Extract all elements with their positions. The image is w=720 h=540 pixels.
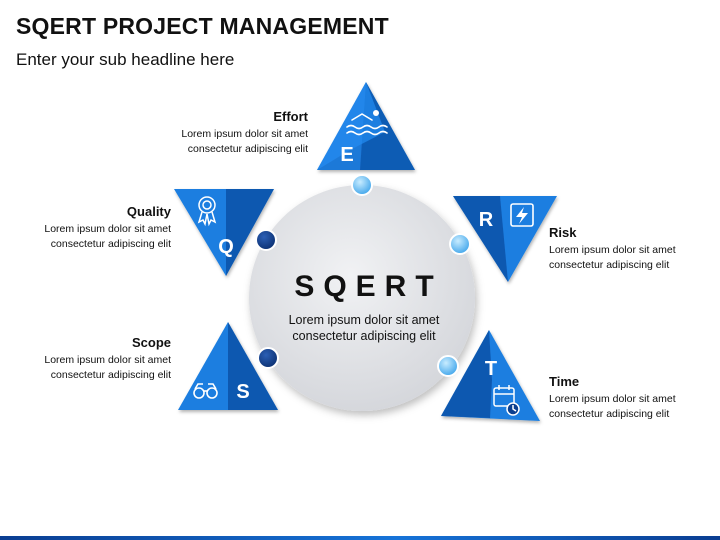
binoculars-icon bbox=[193, 383, 218, 399]
effort-heading: Effort bbox=[273, 109, 308, 124]
letter-e: E bbox=[340, 144, 353, 166]
center-description: Lorem ipsum dolor sit amet consectetur a… bbox=[249, 312, 479, 344]
triangle-risk bbox=[453, 196, 557, 282]
center-circle bbox=[249, 185, 475, 411]
time-line-1: Lorem ipsum dolor sit amet bbox=[549, 393, 676, 405]
bottom-accent-bar bbox=[0, 536, 720, 540]
dot-risk bbox=[449, 233, 471, 255]
quality-line-1: Lorem ipsum dolor sit amet bbox=[44, 223, 171, 235]
calendar-clock-icon bbox=[493, 385, 520, 416]
center-line-2: consectetur adipiscing elit bbox=[292, 329, 436, 343]
scope-line-2: consectetur adipiscing elit bbox=[50, 369, 171, 381]
lightning-icon bbox=[510, 203, 534, 227]
effort-line-2: consectetur adipiscing elit bbox=[187, 143, 308, 155]
label-risk: Risk Lorem ipsum dolor sit amet consecte… bbox=[549, 224, 719, 273]
label-time: Time Lorem ipsum dolor sit amet consecte… bbox=[549, 373, 719, 422]
dot-time bbox=[437, 355, 459, 377]
scope-line-1: Lorem ipsum dolor sit amet bbox=[44, 354, 171, 366]
dot-effort bbox=[351, 174, 373, 196]
award-ribbon-icon bbox=[197, 196, 217, 227]
triangle-scope bbox=[178, 322, 278, 410]
slide-subtitle: Enter your sub headline here bbox=[16, 50, 235, 69]
risk-line-1: Lorem ipsum dolor sit amet bbox=[549, 244, 676, 256]
center-line-1: Lorem ipsum dolor sit amet bbox=[288, 313, 440, 327]
label-quality: Quality Lorem ipsum dolor sit amet conse… bbox=[0, 203, 171, 252]
letter-r: R bbox=[479, 209, 494, 231]
triangle-quality bbox=[174, 189, 274, 276]
center-text: SQERT Lorem ipsum dolor sit amet consect… bbox=[249, 268, 479, 344]
effort-line-1: Lorem ipsum dolor sit amet bbox=[181, 128, 308, 140]
dot-scope bbox=[257, 347, 279, 369]
letter-t: T bbox=[485, 358, 497, 380]
risk-heading: Risk bbox=[549, 225, 577, 240]
letter-s: S bbox=[236, 381, 249, 403]
time-line-2: consectetur adipiscing elit bbox=[549, 408, 670, 420]
slide-title: SQERT PROJECT MANAGEMENT bbox=[16, 13, 389, 39]
center-title: SQERT bbox=[294, 270, 443, 303]
quality-heading: Quality bbox=[126, 204, 171, 219]
letter-q: Q bbox=[218, 236, 234, 258]
quality-line-2: consectetur adipiscing elit bbox=[50, 238, 171, 250]
scope-heading: Scope bbox=[131, 335, 171, 350]
label-effort: Effort Lorem ipsum dolor sit amet consec… bbox=[68, 108, 308, 157]
triangle-time bbox=[441, 330, 540, 421]
time-heading: Time bbox=[549, 374, 580, 389]
label-scope: Scope Lorem ipsum dolor sit amet consect… bbox=[0, 334, 171, 383]
swimmer-icon bbox=[346, 110, 388, 136]
risk-line-2: consectetur adipiscing elit bbox=[549, 259, 670, 271]
dot-quality bbox=[255, 229, 277, 251]
